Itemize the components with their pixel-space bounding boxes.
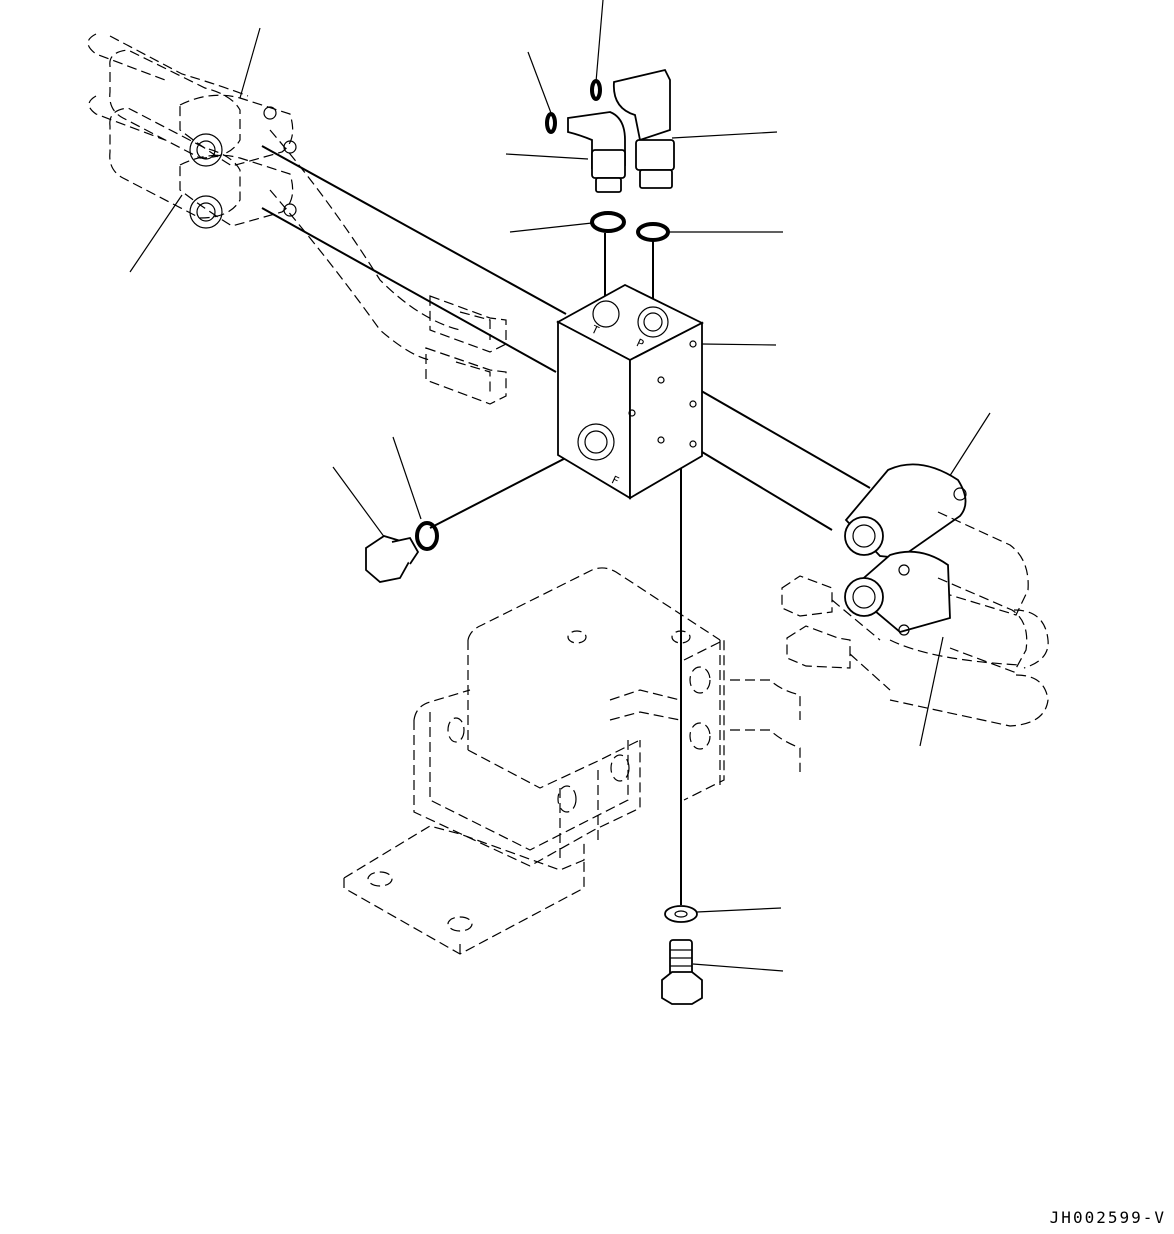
- manifold-block: [556, 283, 705, 500]
- port-mark-p: P: [634, 336, 646, 351]
- port-mark-f: F: [609, 473, 620, 488]
- drawing-code: JH002599-V: [1049, 1208, 1166, 1227]
- right-solenoid-pair: [781, 463, 1049, 727]
- port-mark-t: T: [589, 323, 601, 338]
- top-fittings: [545, 68, 675, 242]
- assembly-lines: [261, 145, 871, 905]
- left-solenoid-pair: [87, 33, 507, 405]
- plug-and-oring: [365, 521, 439, 583]
- mounting-bracket: [343, 567, 801, 955]
- washer-and-bolt: [661, 905, 703, 1005]
